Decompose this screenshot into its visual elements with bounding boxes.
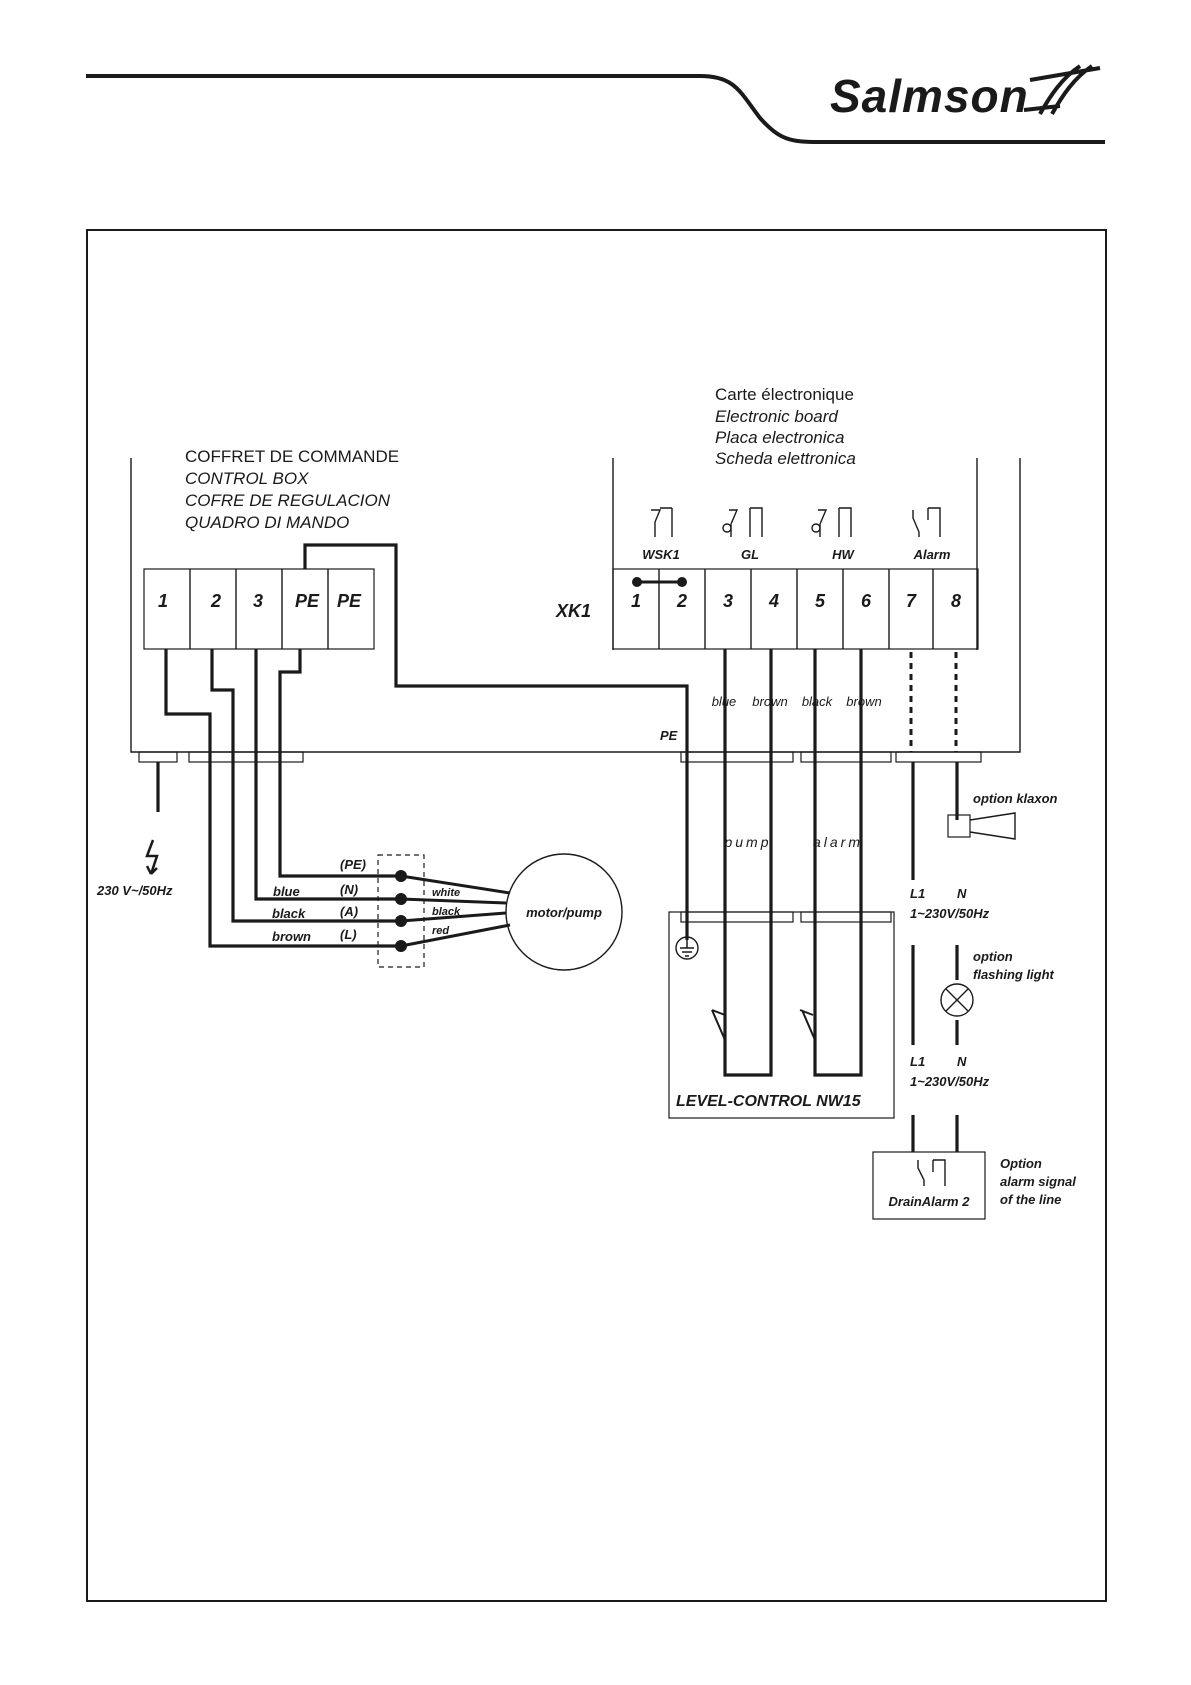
xk1-terminal-5: 5 (815, 591, 826, 611)
supply-label: 230 V~/50Hz (96, 883, 173, 898)
svg-text:Salmson: Salmson (830, 70, 1029, 122)
cable-pump-label: pump (723, 834, 771, 850)
flashing-light-symbol (911, 945, 974, 1045)
motor-pump-label: motor/pump (526, 905, 602, 920)
diagram-frame (86, 229, 1107, 1602)
motor-terminal-a: (A) (340, 904, 358, 919)
level-control-unit (668, 911, 895, 1119)
xk1-terminal-7: 7 (906, 591, 917, 611)
wsk1-jumper (632, 577, 687, 587)
motor-wire-white: white (432, 887, 460, 899)
n-label-1: N (957, 886, 967, 901)
wire-label-black: black (802, 694, 834, 709)
l1-label-1: L1 (910, 886, 925, 901)
pe-wire-label: PE (660, 728, 678, 743)
l1-label-2: L1 (910, 1054, 925, 1069)
motor-terminal-block (377, 854, 511, 968)
drain-alarm-unit (872, 1115, 986, 1220)
control-box-title-3: COFRE DE REGULACION (185, 491, 391, 510)
xk1-terminal-strip: 1 2 3 4 5 6 7 8 (612, 568, 979, 650)
board-wiring (723, 649, 959, 1077)
xk1-terminal-1: 1 (631, 591, 641, 611)
motor-terminal-l: (L) (340, 927, 357, 942)
board-title-4: Scheda elettronica (715, 449, 856, 468)
contact-alarm-label: Alarm (913, 547, 951, 562)
option-flashing-light-1: option (973, 949, 1013, 964)
control-box-title-2: CONTROL BOX (185, 469, 309, 488)
motor-wire-black: black (432, 906, 461, 918)
terminal-pe-1: PE (295, 591, 320, 611)
supply-label-light: 1~230V/50Hz (910, 1074, 990, 1089)
xk1-terminal-4: 4 (768, 591, 779, 611)
contact-symbols (651, 507, 941, 537)
option-klaxon-label: option klaxon (973, 791, 1058, 806)
terminal-1: 1 (158, 591, 168, 611)
page-header: Salmson (86, 64, 1105, 144)
board-title-2: Electronic board (715, 407, 838, 426)
control-box-wiring (156, 543, 689, 948)
supply-symbol (145, 839, 159, 875)
xk1-terminal-3: 3 (723, 591, 733, 611)
supply-label-klaxon: 1~230V/50Hz (910, 906, 990, 921)
salmson-logo: Salmson (830, 64, 1101, 122)
contact-hw-label: HW (832, 547, 855, 562)
contact-gl-label: GL (741, 547, 759, 562)
xk1-terminal-8: 8 (951, 591, 961, 611)
xk1-terminal-2: 2 (676, 591, 687, 611)
option-flashing-light-2: flashing light (973, 967, 1055, 982)
control-box-title-4: QUADRO DI MANDO (185, 513, 349, 532)
xk1-terminal-6: 6 (861, 591, 872, 611)
terminal-3: 3 (253, 591, 263, 611)
motor-pump-symbol (505, 853, 623, 971)
motor-wire-red: red (432, 925, 449, 937)
drain-alarm-label: DrainAlarm 2 (889, 1194, 971, 1209)
contact-wsk1-label: WSK1 (642, 547, 680, 562)
box-wire-blue: blue (273, 884, 300, 899)
electronic-board: Carte électronique Electronic board Plac… (555, 385, 982, 763)
motor-terminal-n: (N) (340, 882, 358, 897)
level-control-label: LEVEL-CONTROL NW15 (676, 1093, 862, 1110)
klaxon-symbol (947, 812, 1016, 840)
control-box-terminal-strip: 1 2 3 PE PE (143, 568, 375, 650)
connector-xk1-label: XK1 (555, 601, 591, 621)
cable-alarm-label: alarm (813, 834, 863, 850)
terminal-2: 2 (210, 591, 221, 611)
alarm-signal-1: Option (1000, 1156, 1042, 1171)
board-title-3: Placa electronica (715, 428, 844, 447)
alarm-signal-3: of the line (1000, 1192, 1061, 1207)
box-wire-brown: brown (272, 929, 311, 944)
motor-terminal-pe: (PE) (340, 857, 366, 872)
box-wire-black: black (272, 906, 306, 921)
control-box: COFFRET DE COMMANDE CONTROL BOX COFRE DE… (130, 447, 1021, 763)
n-label-2: N (957, 1054, 967, 1069)
wire-label-brown-2: brown (846, 694, 881, 709)
alarm-signal-2: alarm signal (1000, 1174, 1076, 1189)
board-title-1: Carte électronique (715, 385, 854, 404)
control-box-title-1: COFFRET DE COMMANDE (185, 447, 399, 466)
terminal-pe-2: PE (337, 591, 362, 611)
